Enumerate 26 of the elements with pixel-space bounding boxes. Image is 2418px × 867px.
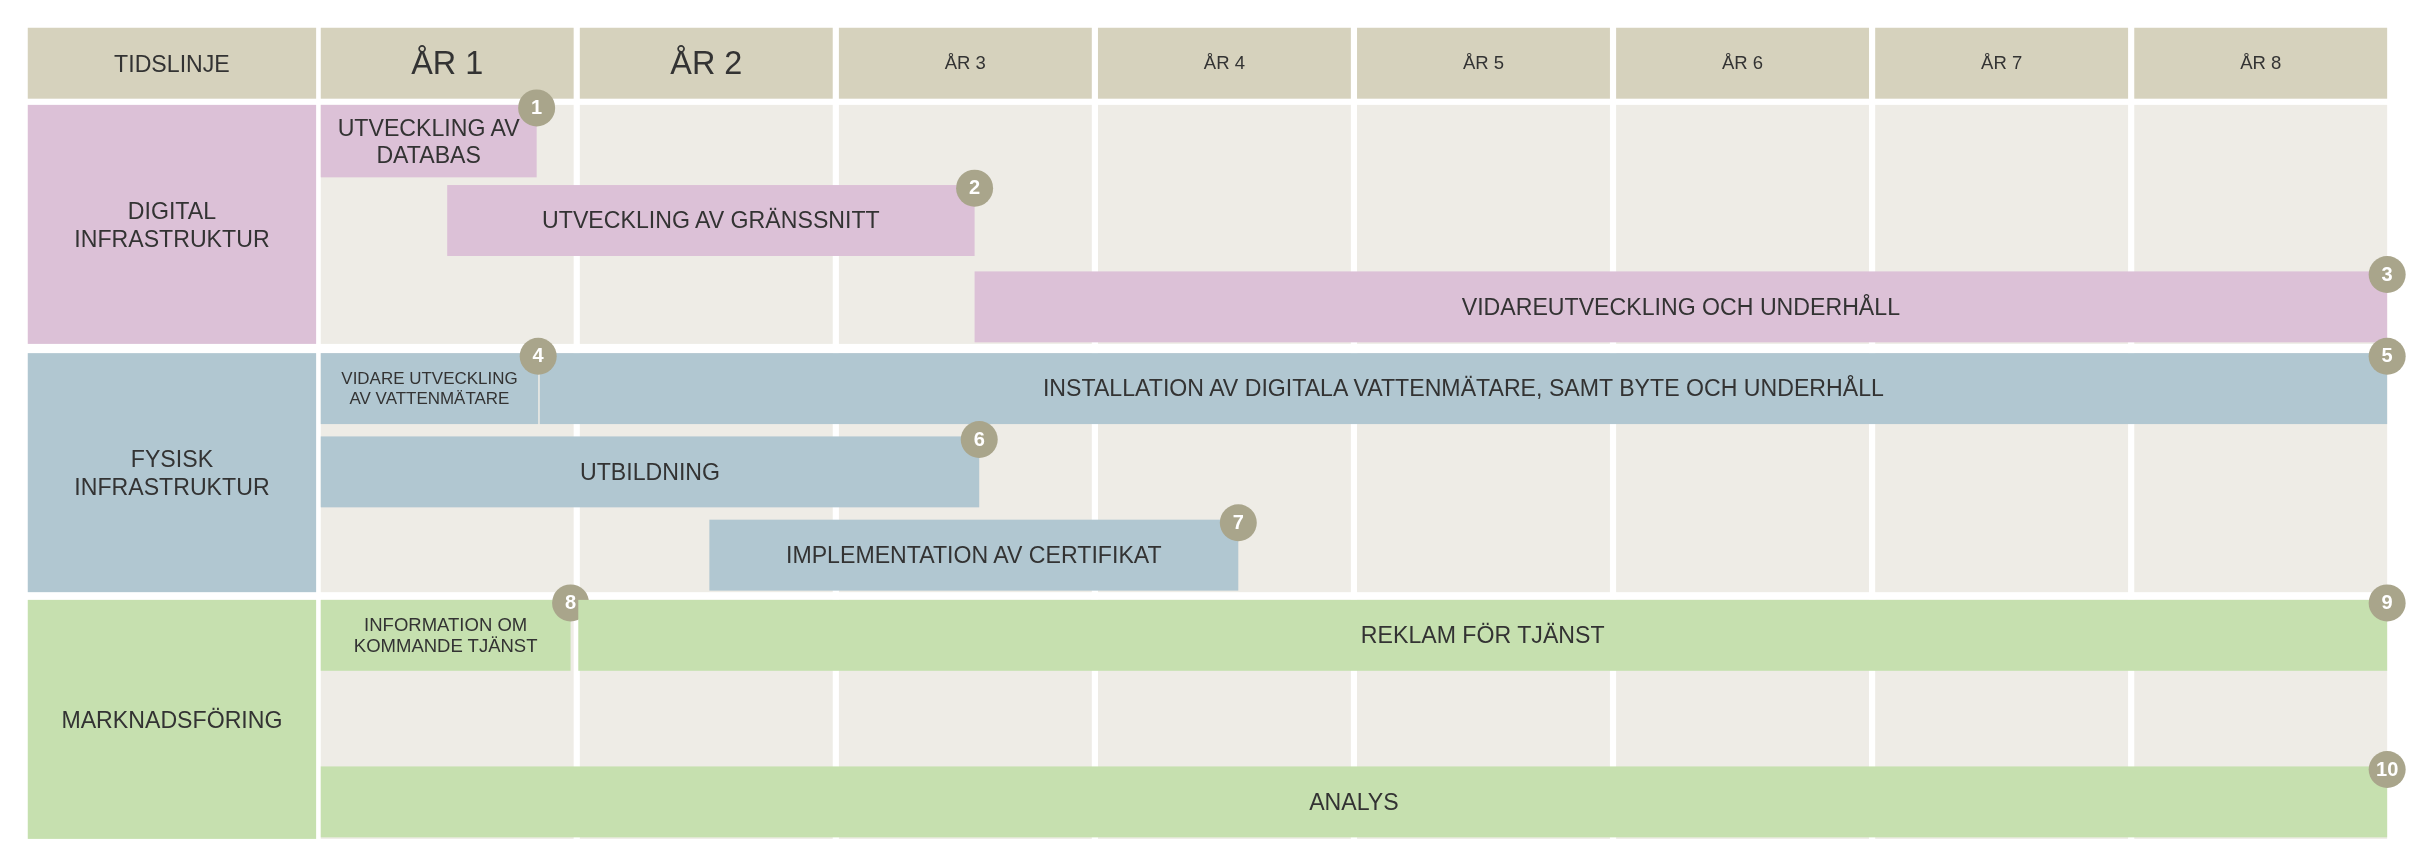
year-header: ÅR 1 xyxy=(320,27,574,99)
bar-label: VIDARE UTVECKLING AV VATTENMÄTARE xyxy=(340,368,519,409)
number-badge: 10 xyxy=(2368,751,2406,788)
bar-label: REKLAM FÖR TJÄNST xyxy=(1360,621,1605,650)
number-badge: 9 xyxy=(2368,584,2406,622)
year-header: ÅR 4 xyxy=(1097,27,1351,99)
bar-label: UTBILDNING xyxy=(579,458,721,486)
bar-label: INFORMATION OM KOMMANDE TJÄNST xyxy=(352,613,539,658)
year-header: ÅR 6 xyxy=(1616,27,1869,99)
category-band: DIGITAL INFRASTRUKTUR xyxy=(27,104,317,344)
year-header: ÅR 8 xyxy=(2134,27,2388,99)
category-band: FYSISK INFRASTRUKTUR xyxy=(27,353,317,593)
number-badge: 3 xyxy=(2368,256,2406,293)
bar-label: INSTALLATION AV DIGITALA VATTENMÄTARE, SAMT BYTE OCH UNDERHÅLL xyxy=(1042,374,1884,403)
bar-label: IMPLEMENTATION AV CERTIFIKAT xyxy=(785,541,1162,570)
bar-label: ANALYS xyxy=(1309,788,1399,816)
header-label: TIDSLINJE xyxy=(27,27,317,99)
number-badge: 5 xyxy=(2368,337,2406,375)
year-header: ÅR 5 xyxy=(1357,27,1610,99)
year-header: ÅR 3 xyxy=(838,27,1092,99)
year-header: ÅR 7 xyxy=(1875,27,2129,99)
bar-label: UTVECKLING AV DATABAS xyxy=(336,113,521,169)
bar-label: UTVECKLING AV GRÄNSSNITT xyxy=(542,206,880,235)
category-band: MARKNADSFÖRING xyxy=(27,599,317,839)
bar-label: VIDAREUTVECKLING OCH UNDERHÅLL xyxy=(1461,293,1900,321)
year-header: ÅR 2 xyxy=(579,27,833,99)
